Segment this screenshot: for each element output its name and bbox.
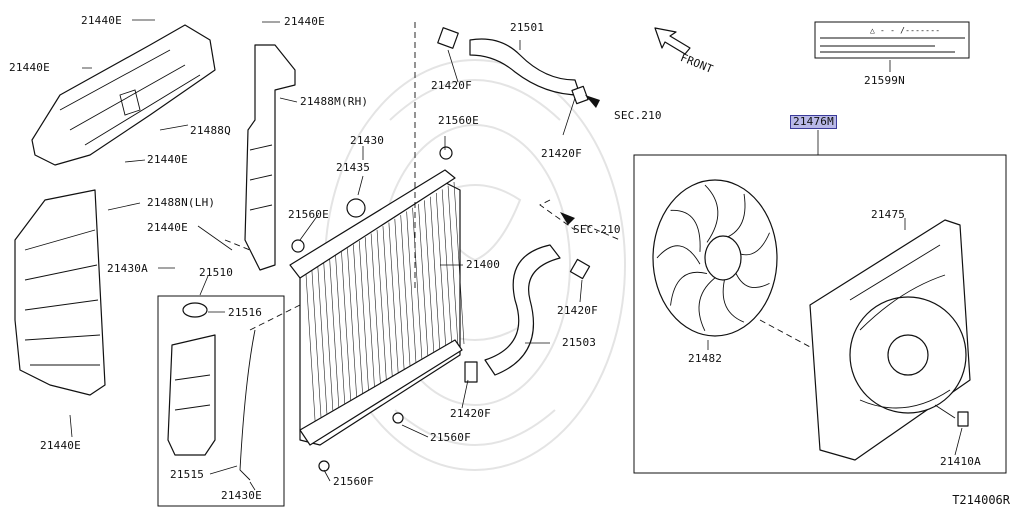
label-21440e-b: 21440E	[9, 61, 50, 74]
caution-label-card-21599n	[814, 21, 970, 59]
fan-assembly-frame	[633, 154, 1007, 474]
side-air-guide-21488m	[244, 44, 296, 271]
label-21560f-b: 21560F	[333, 475, 374, 488]
radiator-fin	[370, 233, 382, 396]
fan-blade	[656, 245, 701, 265]
label-21440e-d: 21440E	[147, 221, 188, 234]
label-21560e-b: 21560E	[288, 208, 329, 221]
label-21516: 21516	[228, 306, 263, 319]
label-sec210-b: SEC.210	[573, 223, 621, 236]
fan-hub	[704, 235, 742, 281]
upper-air-guide-21488q	[31, 24, 216, 166]
upper-hose-21501	[437, 27, 600, 108]
label-21488n: 21488N(LH)	[147, 196, 216, 209]
radiator-fin	[418, 204, 429, 367]
label-21430e: 21430E	[221, 489, 262, 502]
front-arrow-icon	[654, 27, 691, 55]
label-21488m: 21488M(RH)	[300, 95, 369, 108]
label-21440e-e: 21440E	[40, 439, 81, 452]
label-21475: 21475	[871, 208, 906, 221]
label-21440e-a: 21440E	[81, 14, 122, 27]
label-21435: 21435	[336, 161, 371, 174]
label-21560e-a: 21560E	[438, 114, 479, 127]
label-21420f-b: 21420F	[541, 147, 582, 160]
label-21503: 21503	[562, 336, 597, 349]
radiator-fin	[358, 240, 370, 403]
label-21430: 21430	[350, 134, 385, 147]
radiator-fin	[441, 189, 453, 352]
radiator-fin	[400, 215, 412, 378]
label-21560f-a: 21560F	[430, 431, 471, 444]
fan-blade	[704, 184, 719, 243]
radiator-fin	[453, 181, 465, 345]
radiator-fin	[430, 196, 441, 359]
lower-hose-21503	[464, 212, 591, 383]
radiator-fin	[394, 218, 406, 381]
label-21400: 21400	[466, 258, 501, 271]
radiator-fin	[424, 200, 435, 363]
label-21515: 21515	[170, 468, 205, 481]
diagram-code: T214006R	[952, 493, 1010, 507]
label-21599n: 21599N	[864, 74, 905, 87]
radiator-core-21400	[289, 146, 465, 472]
label-card-text: △ - - /-------	[870, 26, 941, 35]
label-21476m: 21476M	[790, 115, 837, 129]
radiator-fin	[382, 226, 394, 389]
leader-lines	[69, 19, 963, 491]
radiator-fin	[317, 266, 329, 429]
fan-21482	[652, 179, 778, 337]
radiator-fin	[353, 244, 364, 407]
fan-blade	[670, 271, 708, 306]
reservoir-tank-group	[157, 295, 285, 507]
label-21510: 21510	[199, 266, 234, 279]
radiator-fin	[388, 222, 400, 385]
radiator-fin	[447, 185, 459, 348]
label-21440e-f: 21440E	[284, 15, 325, 28]
side-air-guide-21488n	[14, 189, 106, 396]
label-21420f-a: 21420F	[431, 79, 472, 92]
fan-blade	[698, 275, 719, 332]
radiator-fin	[323, 262, 335, 425]
radiator-fin	[335, 255, 346, 418]
label-21420f-c: 21420F	[557, 304, 598, 317]
radiator-fin	[329, 259, 340, 422]
radiator-fin	[341, 251, 352, 414]
label-21482: 21482	[688, 352, 723, 365]
label-21488q: 21488Q	[190, 124, 231, 137]
fan-shroud-21475	[809, 219, 971, 461]
radiator-fin	[435, 193, 447, 356]
dashed-guides	[224, 22, 826, 356]
radiator-fin	[406, 211, 417, 374]
label-21430a: 21430A	[107, 262, 148, 275]
label-21410a: 21410A	[940, 455, 981, 468]
label-sec210-a: SEC.210	[614, 109, 662, 122]
radiator-fin	[311, 270, 323, 433]
radiator-fin	[376, 229, 388, 392]
fan-blade	[670, 209, 701, 252]
label-21420f-d: 21420F	[450, 407, 491, 420]
radiator-fin	[305, 273, 317, 437]
label-21440e-c: 21440E	[147, 153, 188, 166]
label-21501: 21501	[510, 21, 545, 34]
radiator-fin	[364, 237, 376, 400]
radiator-fin	[347, 248, 358, 411]
radiator-fin	[412, 207, 423, 370]
